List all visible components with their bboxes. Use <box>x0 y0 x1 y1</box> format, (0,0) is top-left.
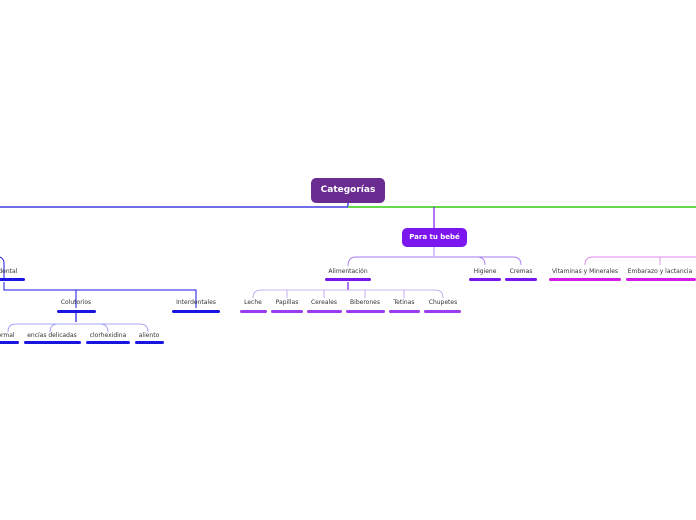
node-colutorios-underline <box>57 310 96 313</box>
node-aliento-underline <box>135 341 164 344</box>
node-alimentacion[interactable]: Alimentación <box>328 268 368 275</box>
dental-children-lines <box>3 282 197 308</box>
node-alimentacion-underline <box>325 278 371 281</box>
dental-connector <box>0 256 5 279</box>
node-tetinas-underline <box>389 310 420 313</box>
node-leche-underline <box>240 310 267 313</box>
node-tetinas[interactable]: Tetinas <box>393 299 415 306</box>
node-clorhexidina[interactable]: clorhexidina <box>89 332 127 339</box>
node-interdentales-underline <box>172 310 220 313</box>
node-cereales[interactable]: Cereales <box>310 299 338 306</box>
node-interdentales[interactable]: Interdentales <box>176 299 216 306</box>
branch-left-line <box>0 203 349 208</box>
node-chupetes[interactable]: Chupetes <box>428 299 458 306</box>
node-higiene[interactable]: Higiene <box>473 268 497 275</box>
node-encias[interactable]: encías delicadas <box>27 332 77 339</box>
node-cereales-underline <box>307 310 342 313</box>
node-dental[interactable]: odental <box>0 268 18 275</box>
node-normal[interactable]: ormal <box>0 332 15 339</box>
node-clorhexidina-underline <box>86 341 130 344</box>
node-papillas-underline <box>271 310 303 313</box>
node-higiene-underline <box>469 278 501 281</box>
colutorios-children-lines <box>7 323 149 333</box>
node-dental-underline <box>0 278 25 281</box>
node-chupetes-underline <box>424 310 461 313</box>
node-leche[interactable]: Leche <box>244 299 262 306</box>
node-embarazo[interactable]: Embarazo y lactancia <box>627 268 693 275</box>
alimentacion-children-lines <box>252 289 444 299</box>
right-children-lines <box>584 256 696 266</box>
node-papillas[interactable]: Papillas <box>275 299 299 306</box>
root-node[interactable]: Categorías <box>311 178 385 203</box>
node-biberones[interactable]: Biberones <box>350 299 380 306</box>
node-colutorios[interactable]: Colutorios <box>60 299 92 306</box>
node-biberones-underline <box>346 310 385 313</box>
node-cremas[interactable]: Cremas <box>509 268 533 275</box>
node-aliento[interactable]: aliento <box>138 332 160 339</box>
baby-node[interactable]: Para tu bebé <box>402 228 467 247</box>
node-cremas-underline <box>505 278 537 281</box>
node-vitaminas-underline <box>549 278 621 281</box>
node-vitaminas[interactable]: Vitaminas y Minerales <box>551 268 619 275</box>
node-embarazo-underline <box>626 278 696 281</box>
node-normal-underline <box>0 341 19 344</box>
baby-children-lines <box>347 247 522 267</box>
node-encias-underline <box>24 341 81 344</box>
